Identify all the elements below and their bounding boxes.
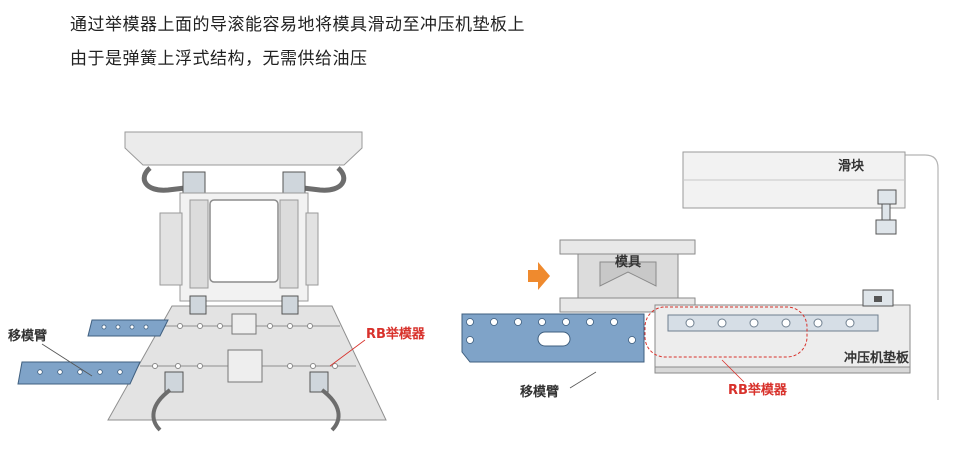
right-lifter-label: RB举模器 <box>728 382 788 398</box>
bolster-base <box>654 366 911 374</box>
right-arm-holes <box>466 318 636 344</box>
right-arm-leader <box>569 371 597 389</box>
left-hose <box>141 166 186 193</box>
clamp-mid-right <box>281 295 299 315</box>
lower-right-hose <box>320 388 341 432</box>
slide-clamp-rod <box>881 203 891 223</box>
press-frame-outline <box>905 154 939 400</box>
die-label: 模具 <box>615 254 641 270</box>
clamp-upper-left <box>182 171 206 195</box>
die-change-arm-upper <box>87 319 169 337</box>
left-figure: 移模臂 RB举模器 <box>8 131 426 432</box>
clamp-mid-left <box>189 295 207 315</box>
die-upper-plate <box>559 239 696 255</box>
left-lifter-label: RB举模器 <box>366 326 426 342</box>
press-window <box>209 199 279 283</box>
clamp-upper-right <box>282 171 306 195</box>
bolster-clamp-bolt <box>874 296 882 302</box>
arm-slot <box>537 331 571 347</box>
arm-holes <box>37 324 149 375</box>
left-column <box>159 212 183 286</box>
inner-column-left <box>189 199 209 289</box>
inner-column-right <box>279 199 299 289</box>
slide-clamp-foot <box>875 219 897 235</box>
roller-rows <box>152 323 338 369</box>
lifter-highlight <box>644 306 808 358</box>
die-block-front <box>227 349 263 383</box>
clamp-low-left <box>164 371 184 393</box>
lower-left-hose <box>151 388 172 432</box>
arm-leader-line <box>41 343 93 377</box>
right-figure: 滑块 模具 冲压机垫板 <box>461 151 939 400</box>
push-direction-arrow <box>528 262 550 290</box>
right-arm-label: 移模臂 <box>520 384 559 400</box>
right-column <box>305 212 319 286</box>
lifter-leader-line <box>329 339 366 367</box>
intro-text: 通过举模器上面的导滚能容易地将模具滑动至冲压机垫板上 由于是弹簧上浮式结构，无需… <box>70 8 525 76</box>
die-block-back <box>231 313 257 335</box>
right-lifter-leader <box>721 359 745 383</box>
slider-label: 滑块 <box>838 158 865 174</box>
press-slide-top <box>124 131 363 166</box>
die-cavity <box>599 261 657 287</box>
intro-line-2: 由于是弹簧上浮式结构，无需供给油压 <box>70 49 368 69</box>
slide-clamp-head <box>877 189 897 205</box>
bolster-label: 冲压机垫板 <box>844 350 910 366</box>
rb-lifter-rollers <box>685 318 855 328</box>
right-hose <box>302 166 347 193</box>
intro-line-1: 通过举模器上面的导滚能容易地将模具滑动至冲压机垫板上 <box>70 15 525 35</box>
clamp-low-right <box>309 371 329 393</box>
left-arm-label: 移模臂 <box>8 328 47 344</box>
